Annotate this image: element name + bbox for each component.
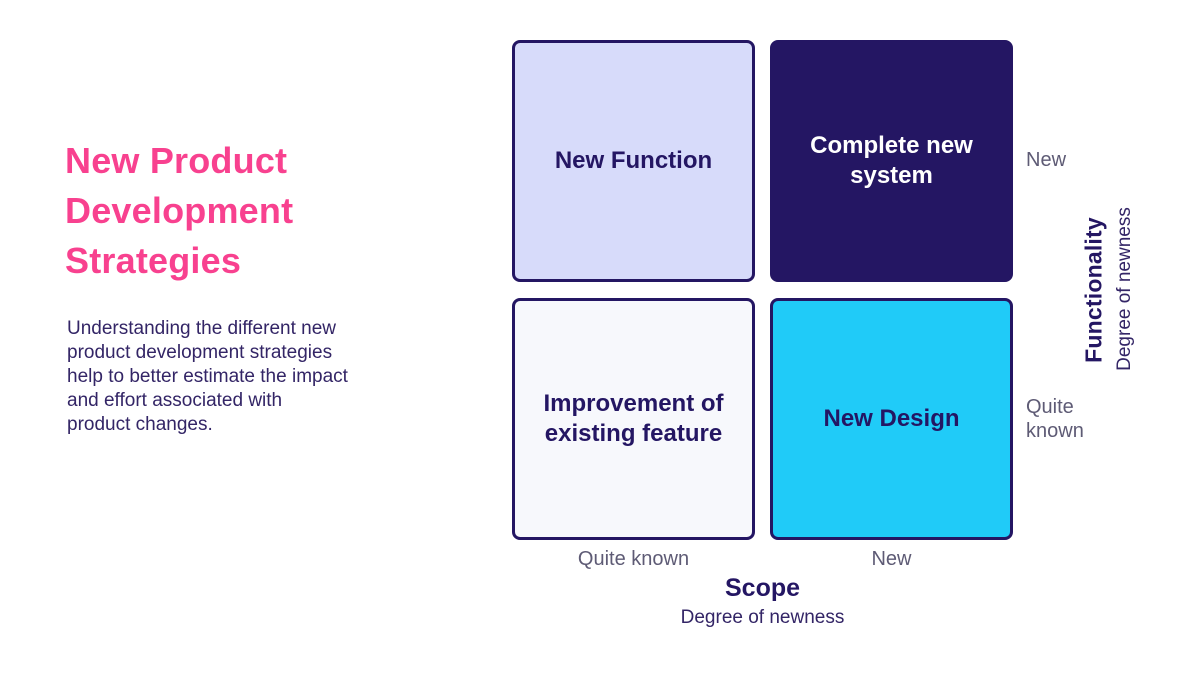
description-line: help to better estimate the impact xyxy=(67,366,348,387)
quadrant-label: New Function xyxy=(554,147,713,174)
page-title: New Product Development Strategies xyxy=(65,140,294,281)
x-axis-tick-quite-known: Quite known xyxy=(577,548,690,570)
quadrant-label: Improvement of existing feature xyxy=(543,390,724,447)
quadrant-complete-new-system: Complete new system xyxy=(770,40,1013,282)
x-axis-tick-new: New xyxy=(871,548,912,570)
description-line: product development strategies xyxy=(67,342,333,363)
page-description: Understanding the different new product … xyxy=(67,317,447,437)
description-line: and effort associated with xyxy=(67,390,283,411)
strategy-matrix: New Function Complete new system Improve… xyxy=(512,40,1013,540)
quadrant-new-function: New Function xyxy=(512,40,755,282)
y-axis-tick-new: New xyxy=(1026,149,1067,171)
quadrant-improvement-of-existing-feature: Improvement of existing feature xyxy=(512,298,755,540)
quadrant-label: New Design xyxy=(823,405,960,432)
x-axis-subtitle: Degree of newness xyxy=(680,607,845,628)
quadrant-label: Complete new system xyxy=(810,132,973,189)
quadrant-new-design: New Design xyxy=(770,298,1013,540)
y-axis-subtitle: Degree of newness xyxy=(1114,207,1135,371)
description-line: Understanding the different new xyxy=(67,318,336,339)
x-axis-title: Scope xyxy=(724,574,801,602)
description-line: product changes. xyxy=(67,414,213,435)
y-axis-title: Functionality xyxy=(1080,217,1107,363)
y-axis-tick-quite-known: Quite known xyxy=(1026,396,1084,442)
